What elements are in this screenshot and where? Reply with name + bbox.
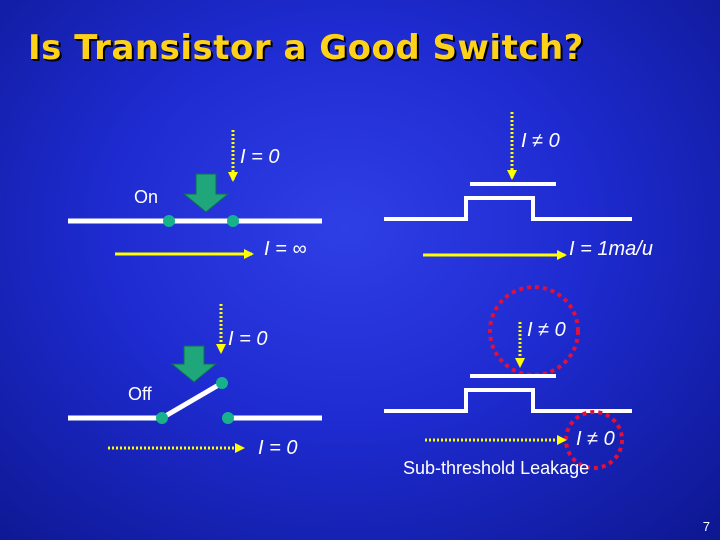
off-gate-current-label: I = 0 [228,328,268,350]
on-gate-current-label: I = 0 [240,146,280,168]
transistor-channel [384,196,632,221]
switch-node [227,215,239,227]
on-state-label: On [134,187,159,207]
actuator-arrow-icon [170,345,218,383]
on-ideal-switch [68,130,322,259]
switch-node [216,377,228,389]
actuator-arrow-icon [182,173,230,213]
switch-node [222,412,234,424]
on-channel-current-label: I = ∞ [264,238,307,260]
page-number: 7 [702,519,710,534]
off-transistor-gate-current-label: I ≠ 0 [527,319,566,341]
off-switch-blade [160,380,224,421]
slide-title: Is Transistor a Good Switch? [28,28,584,68]
switch-node [163,215,175,227]
on-transistor-gate-current-label: I ≠ 0 [521,130,560,152]
leakage-caption: Sub-threshold Leakage [403,458,590,478]
off-transistor-channel-current-label: I ≠ 0 [576,428,615,450]
on-transistor-channel-current-label: I = 1ma/u [569,238,653,260]
off-state-label: Off [128,384,152,404]
switch-node [156,412,168,424]
on-transistor [384,112,632,260]
highlight-circle [564,410,624,470]
off-transistor [384,285,632,470]
off-channel-current-label: I = 0 [258,437,298,459]
transistor-channel [384,388,632,413]
highlight-circle [488,285,580,377]
off-ideal-switch [68,304,322,453]
